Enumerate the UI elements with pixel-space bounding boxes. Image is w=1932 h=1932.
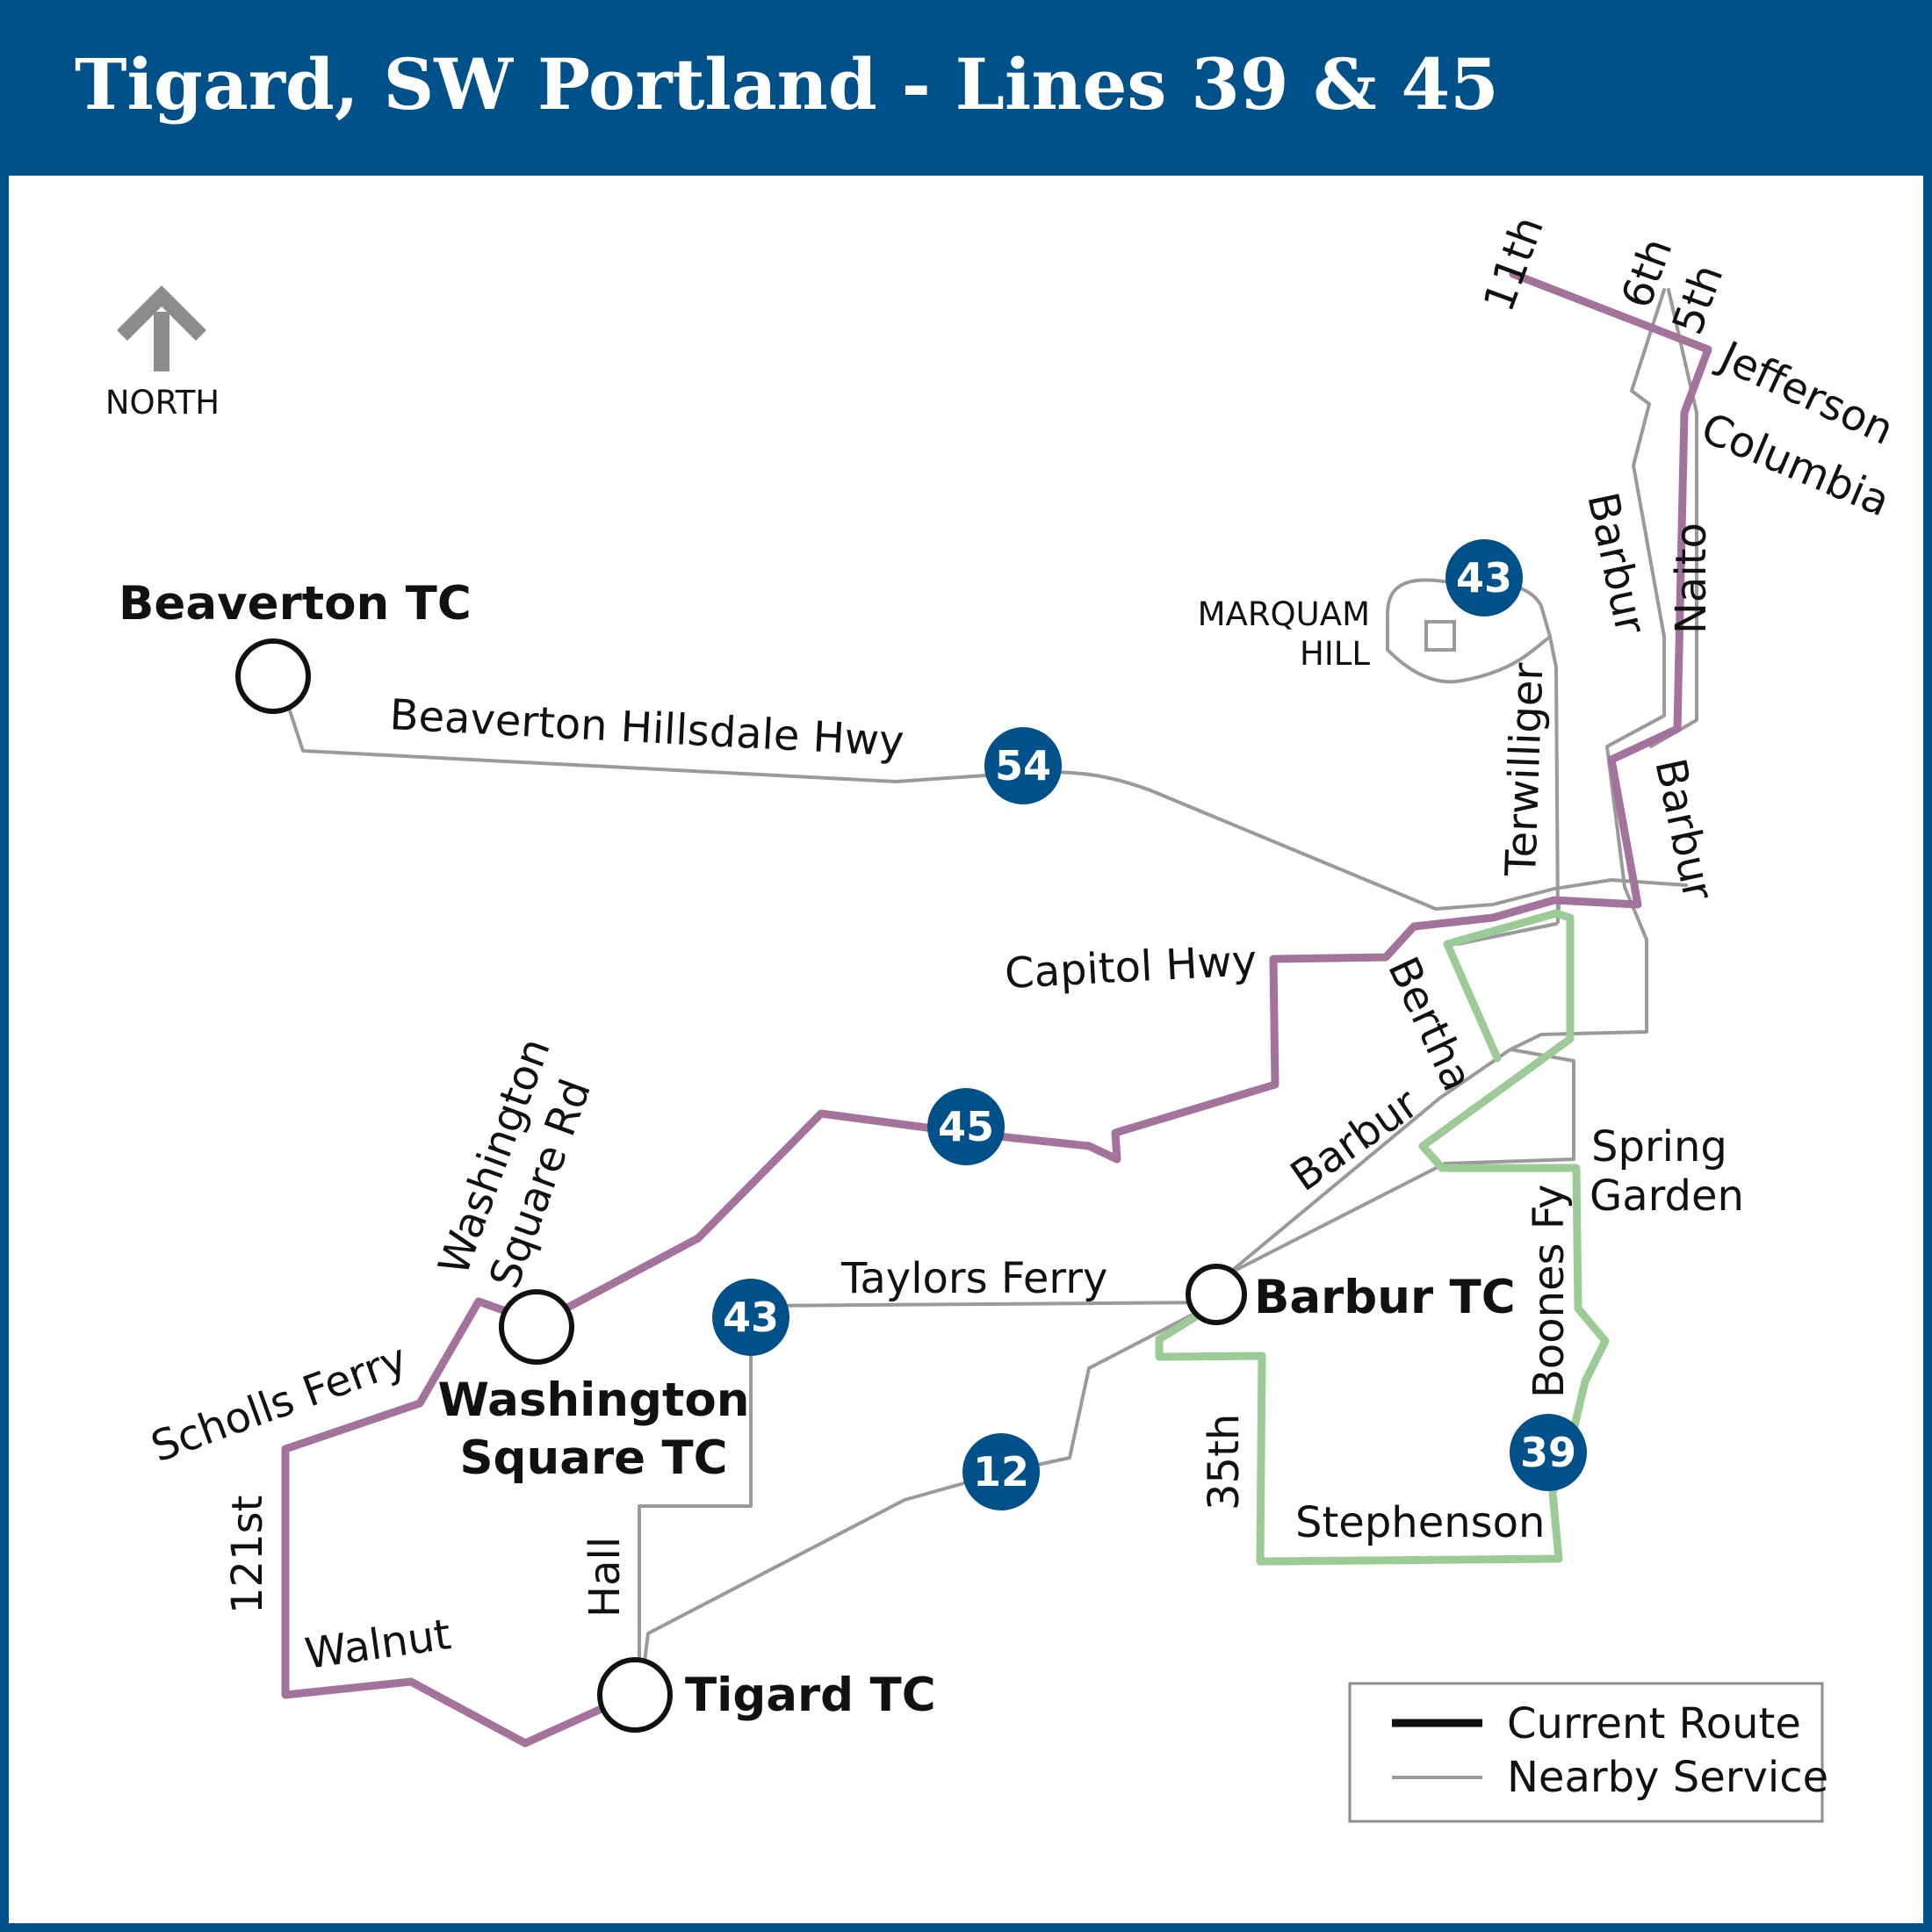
street-label-bertha: Bertha bbox=[1378, 949, 1482, 1098]
tigard-tc-station bbox=[597, 1657, 673, 1733]
line-39-route bbox=[1155, 909, 1610, 1566]
north-arrow-icon bbox=[117, 285, 206, 371]
legend-current-route-label: Current Route bbox=[1507, 1699, 1801, 1748]
street-label-taylors-ferry: Taylors Ferry bbox=[840, 1254, 1107, 1303]
svg-text:39: 39 bbox=[1520, 1429, 1576, 1476]
line-45-route bbox=[281, 270, 1712, 1748]
route-39-badge: 39 bbox=[1510, 1414, 1587, 1491]
map-legend: Current Route Nearby Service bbox=[1348, 1682, 1828, 1823]
barbur-tc-station bbox=[1186, 1264, 1247, 1325]
street-label-capitol-hwy: Capitol Hwy bbox=[1004, 936, 1258, 998]
street-label-hall: Hall bbox=[580, 1537, 630, 1618]
svg-text:43: 43 bbox=[1456, 554, 1512, 602]
marquam-hill-label-1: MARQUAM bbox=[1198, 595, 1370, 633]
line-43-taylors-ferry bbox=[749, 1301, 1218, 1308]
street-label-naito: Naito bbox=[1667, 523, 1716, 634]
marquam-hill-label-2: HILL bbox=[1300, 635, 1370, 673]
line-bertha-connector bbox=[1456, 922, 1558, 946]
street-label-spring: Spring bbox=[1591, 1122, 1727, 1171]
barbur-tc-label: Barbur TC bbox=[1254, 1271, 1516, 1324]
route-12-badge: 12 bbox=[962, 1433, 1040, 1510]
washington-square-tc-label-1: Washington bbox=[438, 1373, 750, 1427]
route-45-badge: 45 bbox=[927, 1088, 1005, 1165]
street-label-boones-fy: Boones Fy bbox=[1525, 1185, 1574, 1399]
street-label-garden: Garden bbox=[1590, 1171, 1744, 1221]
line-spring-garden bbox=[1228, 1048, 1575, 1275]
line-naito bbox=[1649, 288, 1698, 748]
beaverton-tc-label: Beaverton TC bbox=[119, 577, 472, 631]
svg-text:43: 43 bbox=[723, 1294, 779, 1341]
line-12 bbox=[642, 1301, 1218, 1670]
svg-text:45: 45 bbox=[938, 1103, 994, 1150]
washington-square-tc-label-2: Square TC bbox=[459, 1431, 727, 1485]
street-label-beaverton-hillsdale: Beaverton Hillsdale Hwy bbox=[388, 690, 905, 767]
beaverton-tc-station bbox=[235, 638, 311, 714]
svg-text:54: 54 bbox=[995, 742, 1051, 789]
street-label-barbur-north: Barbur bbox=[1577, 488, 1655, 638]
line-barbur-nearby bbox=[1232, 288, 1666, 1271]
route-54-badge: 54 bbox=[984, 727, 1062, 804]
route-43-badge-south: 43 bbox=[712, 1279, 789, 1356]
street-label-stephenson: Stephenson bbox=[1295, 1498, 1545, 1547]
route-43-badge-north: 43 bbox=[1445, 539, 1523, 616]
page-title: Tigard, SW Portland - Lines 39 & 45 bbox=[75, 43, 1499, 126]
svg-text:12: 12 bbox=[973, 1448, 1029, 1496]
street-label-11th: 11th bbox=[1474, 210, 1554, 318]
marquam-hill-building-icon bbox=[1424, 620, 1456, 652]
street-label-walnut: Walnut bbox=[302, 1610, 454, 1679]
street-label-terwilliger: Terwilliger bbox=[1496, 662, 1553, 878]
line-43-marquam-loop bbox=[1386, 578, 1552, 684]
header-bar: Tigard, SW Portland - Lines 39 & 45 bbox=[0, 0, 1932, 176]
washington-square-tc-station bbox=[499, 1289, 574, 1365]
legend-nearby-service-label: Nearby Service bbox=[1507, 1753, 1828, 1802]
north-label: NORTH bbox=[105, 384, 220, 422]
street-label-35th: 35th bbox=[1200, 1414, 1249, 1510]
street-label-121st: 121st bbox=[223, 1496, 272, 1614]
line-43-hall bbox=[638, 1304, 753, 1670]
tigard-tc-label: Tigard TC bbox=[685, 1669, 936, 1722]
street-label-scholls-ferry: Scholls Ferry bbox=[145, 1334, 414, 1472]
